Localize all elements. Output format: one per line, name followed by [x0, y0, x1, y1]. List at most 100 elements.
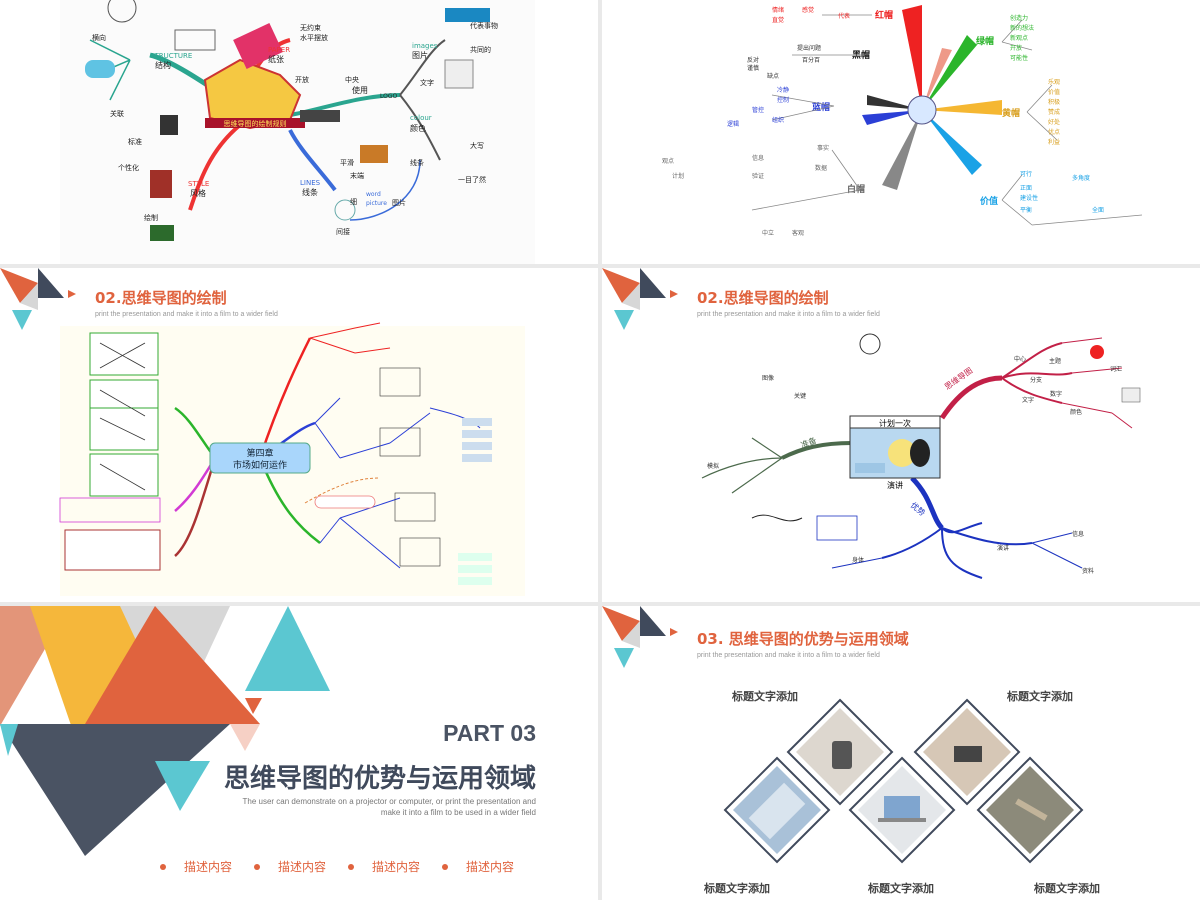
slide-mindmap-rules[interactable]: 思维导图的绘制规则 STRUCTURE 结构 PAPER 纸张 STYLE 风格…: [0, 0, 598, 264]
bullet-label: 描述内容: [372, 860, 421, 874]
node-paper: PAPER: [268, 46, 290, 54]
left-text: 逻辑: [727, 120, 739, 128]
node-relation: 关联: [110, 109, 124, 118]
node-paper-cn: 纸张: [268, 54, 284, 64]
right-text: 积极: [1048, 98, 1060, 106]
slide-drawing-market[interactable]: 02.思维导图的绘制 print the presentation and ma…: [0, 268, 598, 602]
right-text: 正面: [1020, 185, 1032, 192]
part03-decoration: [0, 606, 330, 856]
right-text: 优点: [1048, 128, 1060, 136]
left-text: 情绪: [772, 6, 784, 14]
bullet-label: 描述内容: [278, 860, 327, 874]
node-horizontal: 横向: [92, 33, 106, 42]
bullet-item[interactable]: 描述内容: [348, 858, 420, 875]
right-text: 利益: [1048, 138, 1060, 146]
left-text-group: 情绪 感觉 直觉 代表 提出问题 百分百 反对 谨慎 缺点 冷静 控制 管控 组…: [662, 6, 850, 237]
branch-label: 主题: [1049, 357, 1061, 365]
left-text: 客观: [792, 229, 804, 237]
bullet-dot-icon: [442, 863, 449, 870]
node-lines: LINES: [300, 179, 321, 187]
node-lines-cn: 线条: [302, 187, 318, 197]
slide-subheading: print the presentation and make it into …: [697, 311, 880, 318]
left-text: 感觉: [802, 6, 814, 14]
speech-center-bottom: 演讲: [887, 480, 903, 490]
slide-part03-cover[interactable]: PART 03 思维导图的优势与运用领域 The user can demons…: [0, 606, 598, 900]
slide-subheading: print the presentation and make it into …: [697, 652, 880, 659]
branch-label: 分支: [1030, 376, 1042, 384]
advantages-canvas: 03. 思维导图的优势与运用领域 print the presentation …: [602, 606, 1084, 864]
speech-center-top: 计划一次: [879, 418, 911, 428]
left-text: 管控: [752, 106, 764, 114]
market-center-title: 第四章: [246, 447, 273, 459]
left-text: 缺点: [767, 72, 779, 80]
right-text: 乐观: [1048, 79, 1060, 86]
right-text: 开放: [1010, 44, 1022, 52]
mindmap-center-label: 思维导图的绘制规则: [224, 119, 287, 128]
bullet-item[interactable]: 描述内容: [160, 858, 232, 875]
left-text: 事实: [817, 144, 829, 152]
node-colour-cn: 颜色: [410, 123, 426, 133]
photo-tile-phone[interactable]: [786, 698, 894, 806]
slide-advantages-fields[interactable]: 03. 思维导图的优势与运用领域 print the presentation …: [602, 606, 1200, 900]
node-free: 无约束: [300, 23, 321, 32]
left-text: 组织: [772, 116, 784, 124]
tile-title-top-right: 标题文字添加: [1007, 690, 1073, 703]
node-glance: 一目了然: [458, 175, 486, 184]
node-open: 开放: [295, 75, 309, 84]
branch-label: 数字: [1050, 390, 1062, 398]
branch-label: 词汇: [1110, 365, 1122, 373]
left-text: 计划: [672, 172, 684, 180]
bullet-item[interactable]: 描述内容: [442, 858, 514, 875]
branch-label: 信息: [1072, 530, 1084, 538]
left-text: 控制: [777, 96, 789, 104]
left-text: 反对: [747, 56, 759, 64]
part-description: The user can demonstrate on a projector …: [242, 797, 537, 817]
bullet-dot-icon: [160, 863, 166, 870]
hat-yellow: 黄帽: [1002, 107, 1020, 119]
photo-tile-typing[interactable]: [913, 698, 1021, 806]
drawing-market-canvas: 02.思维导图的绘制 print the presentation and ma…: [0, 268, 525, 596]
right-text: 新的想法: [1010, 24, 1034, 32]
node-images-cn: 图片: [412, 50, 428, 60]
hat-green: 绿帽: [976, 35, 994, 47]
right-text: 建设性: [1020, 194, 1038, 202]
bullet-item[interactable]: 描述内容: [254, 858, 326, 875]
right-text: 新观点: [1010, 34, 1028, 42]
node-style: STYLE: [188, 180, 209, 188]
node-standard: 标准: [128, 137, 142, 146]
branch-label: 中心: [1014, 355, 1026, 363]
right-text: 创造力: [1010, 14, 1028, 22]
branch-label: 关键: [794, 392, 806, 400]
slide-drawing-speech[interactable]: 02.思维导图的绘制 print the presentation and ma…: [602, 268, 1200, 602]
node-logo: LOGO: [380, 93, 398, 100]
node-use: 使用: [352, 85, 368, 95]
left-text: 信息: [752, 154, 764, 162]
left-text: 提出问题: [797, 44, 821, 52]
photo-tile-building[interactable]: [723, 756, 831, 864]
node-smooth: 平滑: [340, 158, 354, 167]
market-center-sub: 市场如何运作: [233, 459, 287, 471]
node-personal: 个性化: [118, 163, 139, 172]
slide-six-hats[interactable]: 红帽 绿帽 黄帽 黑帽 蓝帽 白帽 价值 情绪 感觉 直觉 代表 提出问题 百分…: [602, 0, 1200, 264]
branch-label: 图像: [762, 374, 774, 382]
photo-tile-laptop[interactable]: [848, 756, 956, 864]
node-picture: picture: [366, 200, 387, 207]
photo-tile-city[interactable]: [976, 756, 1084, 864]
branch-label: 身体: [852, 556, 864, 564]
hat-white: 白帽: [847, 183, 865, 195]
left-text: 数据: [815, 164, 827, 172]
left-text: 直觉: [772, 16, 784, 24]
node-flat: 水平摆放: [300, 33, 328, 42]
branch-label: 资料: [1082, 567, 1094, 575]
hat-red: 红帽: [875, 9, 893, 21]
bullet-label: 描述内容: [184, 860, 233, 874]
right-text: 可能性: [1010, 54, 1028, 62]
node-colour: colour: [410, 114, 432, 122]
slide-subheading: print the presentation and make it into …: [95, 311, 278, 318]
tile-title-top-left: 标题文字添加: [732, 690, 798, 703]
tile-title-bottom-right: 标题文字添加: [1034, 882, 1100, 895]
hat-value: 价值: [980, 195, 998, 207]
right-text: 全面: [1092, 206, 1104, 214]
right-text: 平衡: [1020, 206, 1032, 214]
branch-label: 文字: [1022, 396, 1034, 404]
